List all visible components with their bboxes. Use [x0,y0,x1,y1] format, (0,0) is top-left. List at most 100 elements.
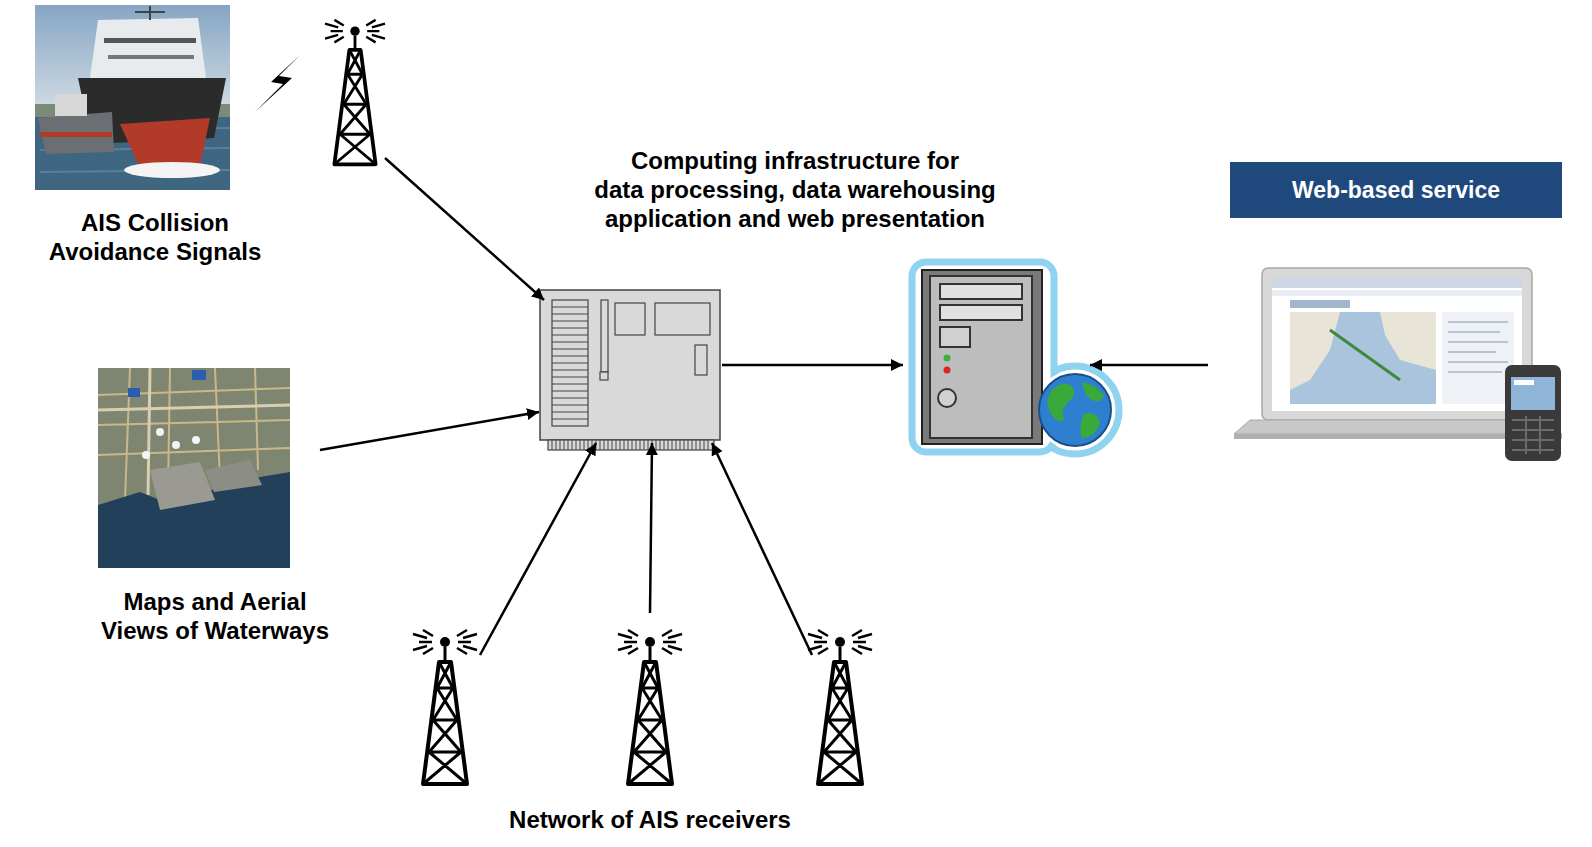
web-server [912,262,1119,454]
illustration-part [1080,413,1100,438]
illustration-part [90,18,206,78]
illustration-part [104,38,196,43]
receiver-network: Network of AIS receivers [400,605,900,837]
illustration-part [1514,380,1534,385]
illustration-part [192,436,200,444]
illustration-part [135,6,165,20]
flow-arrow [480,443,596,655]
illustration-part [552,307,588,419]
illustration-part [940,327,970,347]
illustration-part [1272,277,1522,288]
caption-line: application and web presentation [578,204,1012,233]
illustration-part [142,451,150,459]
antenna-tower [618,630,682,784]
aerial-map [98,368,290,568]
flow-arrow [722,365,903,366]
illustration-part [38,112,114,154]
caption-text: Network of AIS receivers [400,805,900,834]
illustration-part [1442,312,1514,404]
caption-line: Computing infrastructure for [578,146,1012,175]
illustration-part [124,162,220,178]
arrow-line [480,443,596,655]
illustration-part [1290,300,1350,308]
flow-arrow [1090,365,1208,366]
web-service: Web-based service [1230,162,1562,447]
caption-line: Maps and Aerial [95,587,335,616]
illustration-part [930,276,1032,438]
illustration-part [1330,330,1400,380]
illustration-part [600,372,608,380]
radio-signal [255,55,300,112]
illustration-part [944,367,951,374]
illustration-part [940,305,1022,320]
illustration-part [1511,377,1555,410]
ship-source: AIS Collision Avoidance Signals [30,0,410,300]
illustration-part [1380,312,1436,370]
flow-arrow [385,158,544,300]
arrow-line [712,443,812,655]
illustration-part [1448,322,1508,372]
caption-text: Maps and Aerial Views of Waterways [95,587,335,645]
arrow-line [1090,364,1208,367]
illustration-part [1035,370,1115,450]
illustration-part [912,262,1054,452]
illustration-part [1290,312,1340,390]
illustration-part [922,270,1042,444]
illustration-part [98,368,290,568]
illustration-part [601,300,608,372]
illustration-part [552,440,708,450]
flow-arrow [320,412,539,450]
caption-line: Avoidance Signals [30,237,280,266]
flow-arrow [712,443,812,655]
illustration-part [615,303,645,335]
caption-text: AIS Collision Avoidance Signals [30,208,280,266]
service-header: Web-based service [1230,162,1562,218]
illustration-part [1047,384,1074,421]
illustration-part [540,290,720,440]
illustration-part [1272,290,1522,296]
processing-board [540,290,720,450]
web-server-node: Computing infrastructure for data proces… [905,262,1120,452]
map-source: Maps and Aerial Views of Waterways [95,365,335,655]
illustration-part [35,5,230,190]
arrow-line [320,412,539,450]
arrow-line [650,443,652,613]
illustration-part [1039,374,1111,446]
illustration-part [1262,268,1532,420]
processing-box [540,290,720,442]
illustration-part [40,132,112,137]
arrow-line [722,364,903,367]
arrow-line [385,158,544,300]
illustration-part [192,370,206,380]
illustration-part [120,118,210,168]
illustration-part [205,460,262,492]
caption-line: Views of Waterways [95,616,335,645]
illustration-part [156,428,164,436]
illustration-part [1082,382,1104,401]
caption-line: AIS Collision [30,208,280,237]
illustration-part [1272,277,1522,411]
illustration-part [1290,312,1436,404]
caption-line: data processing, data warehousing [578,175,1012,204]
illustration-part [695,345,707,375]
antenna-tower [413,630,477,784]
caption-text: Computing infrastructure for data proces… [578,146,1012,233]
illustration-part [172,441,180,449]
antenna-tower [325,20,385,164]
illustration-part [548,440,714,450]
illustration-part [940,284,1022,299]
laptop-and-phone [1234,268,1562,461]
illustration-part [1505,365,1561,461]
illustration-part [944,355,951,362]
illustration-part [150,462,215,510]
illustration-part [128,388,140,397]
illustration-part [1512,416,1554,454]
flow-arrow [650,443,652,613]
antenna-tower [808,630,872,784]
illustration-part [655,303,710,335]
illustration-part [938,389,956,407]
illustration-part [108,55,194,59]
